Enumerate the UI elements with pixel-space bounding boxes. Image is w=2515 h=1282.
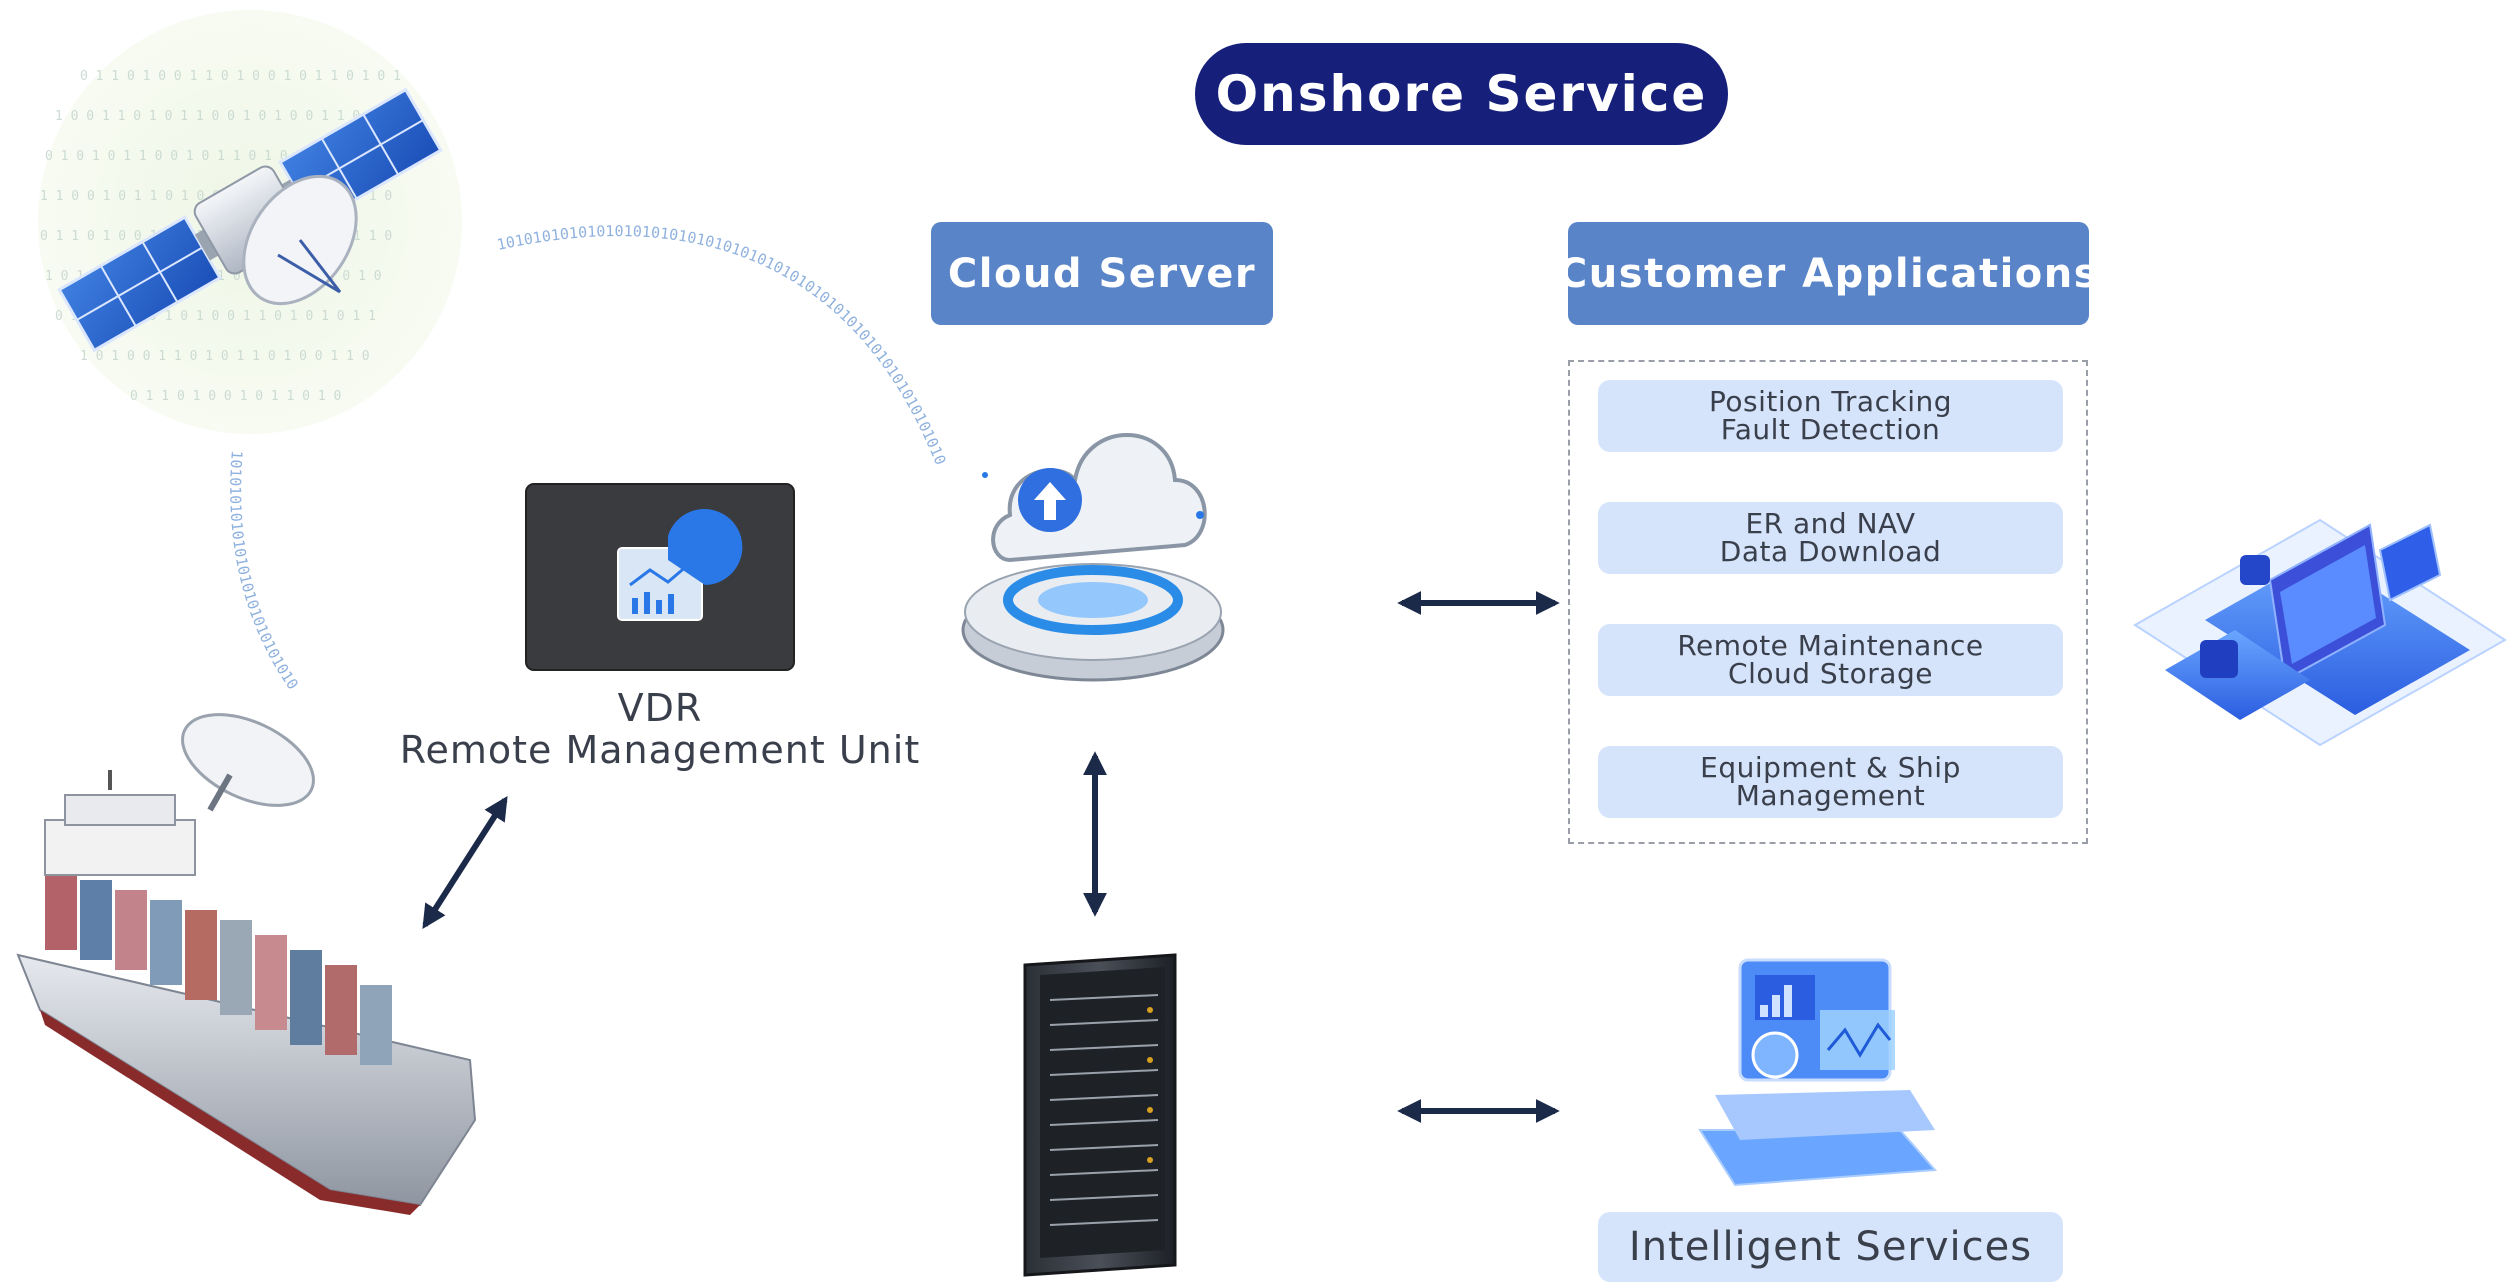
cloud-server-illustration: [961, 433, 1225, 682]
app-item-line1: ER and NAV: [1745, 507, 1916, 540]
app-item-line2: Data Download: [1719, 535, 1942, 568]
intelligent-services-label: Intelligent Services: [1598, 1212, 2063, 1282]
svg-text:1 0 1 0 0 1 1 0 1 0 1 1 0 1 0: 1 0 1 0 0 1 1 0 1 0 1 1 0 1 0 0 1 1 0: [80, 349, 370, 364]
customer-apps-illustration: [2133, 518, 2507, 747]
connection-arrows: [422, 591, 1560, 1123]
app-item-equipment-ship: Equipment & Ship Management: [1598, 746, 2063, 818]
vdr-label-line1: VDR: [617, 686, 703, 730]
cloud-server-header: Cloud Server: [931, 222, 1273, 325]
app-item-line1: Equipment & Ship: [1700, 751, 1961, 784]
app-item-line2: Cloud Storage: [1728, 657, 1933, 690]
svg-text:0 1 1 0 1 0 0 1 1 0 1 0 0 1 0: 0 1 1 0 1 0 0 1 1 0 1 0 0 1 0 1 1 0 1 0 …: [80, 69, 401, 84]
svg-text:1 0 0 1 1 0 1 0 1 1 0 0 1 0 1: 1 0 0 1 1 0 1 0 1 1 0 0 1 0 1 0 0 1 1 0 …: [55, 109, 407, 124]
app-item-er-nav: ER and NAV Data Download: [1598, 502, 2063, 574]
satellite-illustration: 0 1 1 0 1 0 0 1 1 0 1 0 0 1 0 1 1 0 1 0 …: [38, 10, 462, 434]
arrow-ship-vdr: [422, 795, 508, 930]
app-item-line2: Management: [1735, 779, 1926, 812]
customer-applications-box: [1568, 360, 2088, 844]
onshore-service-title: Onshore Service: [1195, 43, 1728, 145]
vdr-label: VDR Remote Management Unit: [360, 687, 960, 771]
intelligent-services-illustration: [1698, 958, 1938, 1187]
server-rack-illustration: [1023, 953, 1177, 1277]
binary-stream-lower: 1010101010101010101010101010: [226, 450, 302, 693]
vdr-label-line2: Remote Management Unit: [399, 728, 921, 772]
app-item-remote-maintenance: Remote Maintenance Cloud Storage: [1598, 624, 2063, 696]
app-item-position-fault: Position Tracking Fault Detection: [1598, 380, 2063, 452]
app-item-line1: Remote Maintenance: [1677, 629, 1984, 662]
vdr-device-illustration: [525, 483, 795, 671]
svg-text:0 1 1 0 1 0 0 1 0 1 1 0 1 0: 0 1 1 0 1 0 0 1 0 1 1 0 1 0: [130, 389, 341, 404]
app-item-line1: Position Tracking: [1709, 385, 1952, 418]
app-item-line2: Fault Detection: [1720, 413, 1941, 446]
binary-stream-upper: 1010101010101010101010101010101010101010…: [495, 222, 949, 467]
container-ship-illustration: [16, 713, 477, 1215]
customer-applications-header: Customer Applications: [1558, 222, 2098, 325]
